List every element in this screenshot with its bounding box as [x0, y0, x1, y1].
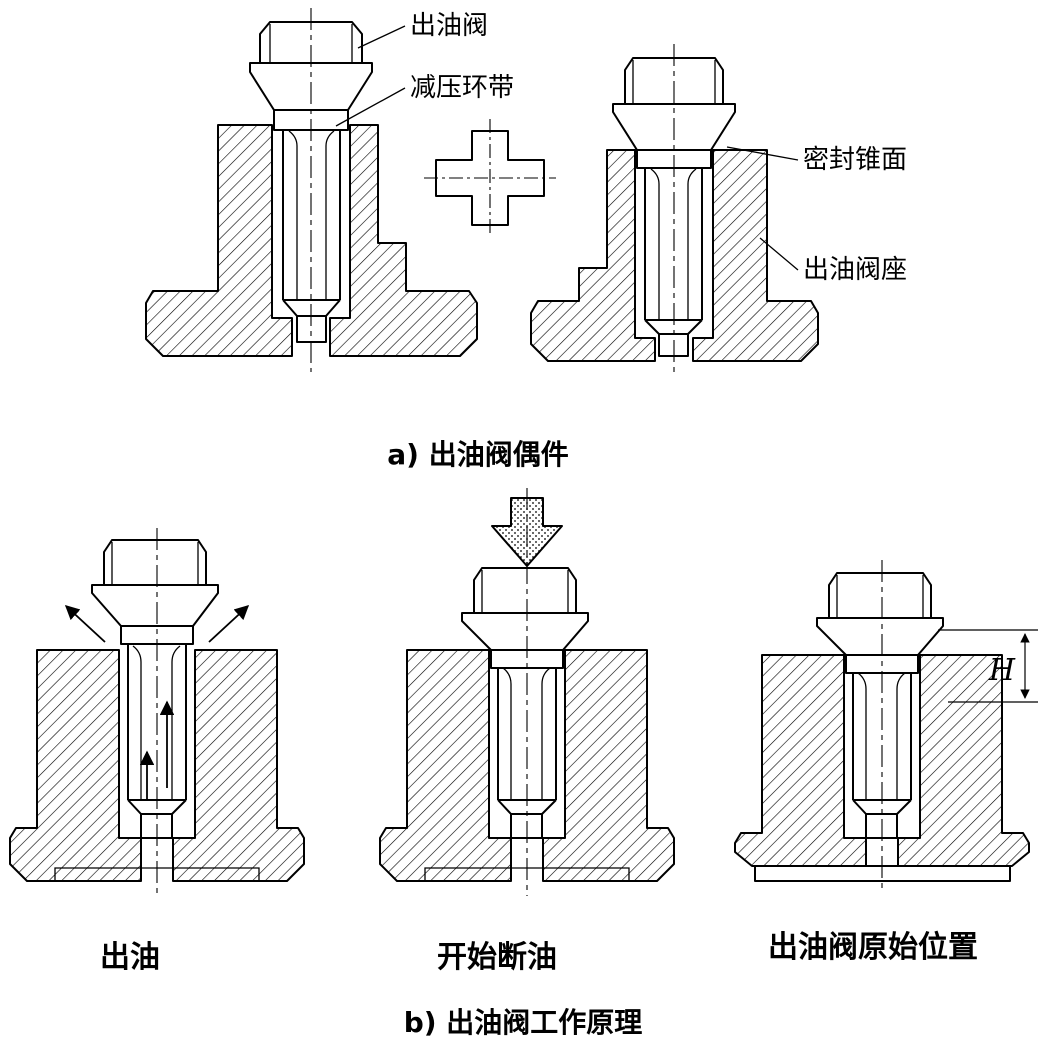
callout-delivery-valve: 出油阀: [410, 11, 488, 41]
state-cutoff-begin: 开始断油: [379, 488, 675, 975]
seat-left-wall: [379, 649, 512, 882]
valve-relief-band: [120, 625, 194, 645]
callouts-section-a: 出油阀 减压环带 密封锥面 出油阀座: [335, 11, 907, 285]
valve-cap-edge-lines: [836, 575, 924, 618]
callout-relief-band: 减压环带: [410, 73, 514, 103]
seat-left-wall: [734, 654, 867, 867]
seat-right-wall: [692, 149, 819, 362]
valve-stem-flutes: [288, 130, 335, 300]
seat-left-wall: [9, 649, 142, 882]
valve-sealing-cone: [91, 584, 219, 627]
valve-stem-flutes: [650, 168, 697, 320]
valve-cap-edge-lines: [111, 542, 199, 585]
valve-stem-flutes: [502, 667, 551, 800]
oil-flow-arrow-left: [64, 605, 106, 643]
leader-line-delivery-valve: [357, 25, 406, 49]
stem-cross-section: [424, 119, 556, 237]
leader-line-valve-seat: [759, 237, 799, 271]
valve-sealing-cone: [461, 612, 589, 651]
cross-centerlines: [424, 119, 556, 237]
valve-stem-flutes: [132, 645, 181, 800]
dimension-label-H: H: [988, 653, 1016, 688]
seat-right-wall: [172, 649, 305, 882]
state-label-cutoff-begin: 开始断油: [437, 940, 557, 975]
seat-left-wall: [530, 149, 656, 362]
caption-section-a: a) 出油阀偶件: [387, 438, 568, 471]
callout-sealing-cone: 密封锥面: [803, 145, 907, 175]
valve-cap-edge-lines: [632, 60, 716, 104]
leader-line-sealing-cone: [726, 146, 799, 161]
seat-right-wall: [897, 654, 1030, 867]
state-label-initial-position: 出油阀原始位置: [768, 930, 978, 965]
seat-right-wall: [542, 649, 675, 882]
leader-line-relief-band: [335, 87, 406, 127]
state-label-oil-out: 出油: [100, 940, 160, 975]
seat-left-wall: [145, 124, 293, 357]
valve-pair-right-assembly: [530, 44, 819, 374]
valve-stem-flutes: [857, 672, 906, 800]
valve-cap-edge-lines: [481, 570, 569, 613]
valve-cap-edge-lines: [269, 24, 353, 63]
valve-stem-spigot: [296, 315, 327, 343]
oil-flow-arrow-right: [208, 605, 250, 643]
valve-cap: [828, 572, 932, 619]
valve-cap: [473, 567, 577, 614]
valve-cap: [103, 539, 207, 586]
caption-section-b: b) 出油阀工作原理: [404, 1006, 643, 1039]
section-a: 出油阀 减压环带 密封锥面 出油阀座 a) 出油阀偶件: [145, 8, 907, 471]
valve-stem-sides: [282, 130, 341, 301]
valve-pair-left-assembly: [145, 8, 478, 372]
state-oil-out: 出油: [9, 528, 305, 975]
state-initial-position: H 出油阀原始位置: [734, 560, 1038, 965]
callout-valve-seat: 出油阀座: [803, 255, 907, 285]
seat-right-wall: [329, 124, 478, 357]
section-b: 出油 开始断油: [9, 488, 1038, 1039]
valve-sealing-cone: [816, 617, 944, 656]
valve-relief-band: [490, 649, 564, 669]
